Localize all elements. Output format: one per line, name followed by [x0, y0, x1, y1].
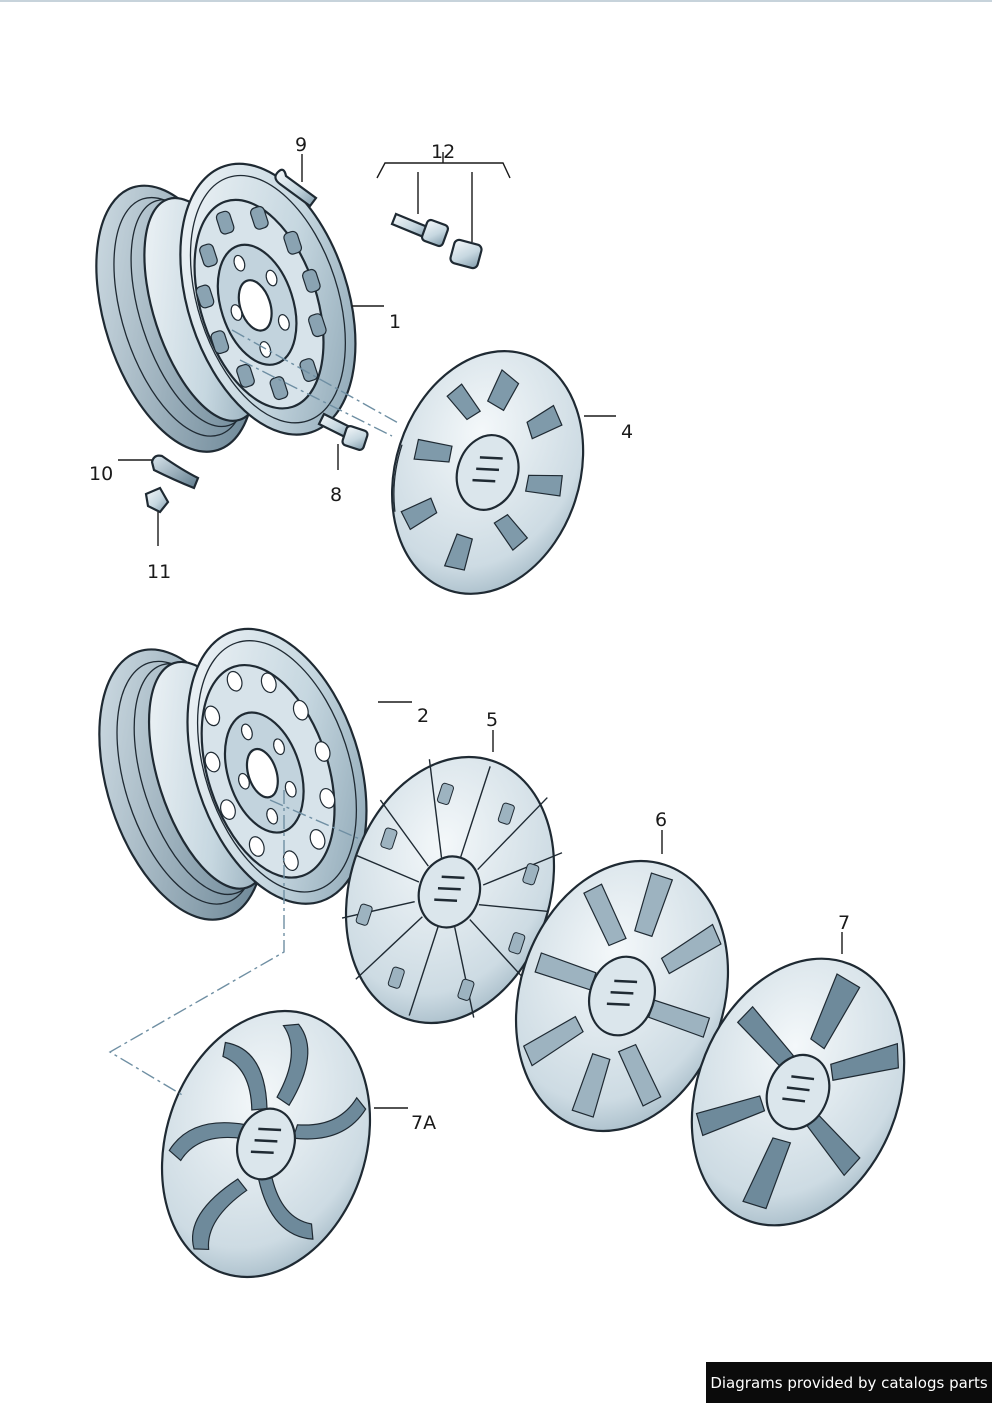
callout-4: 4: [621, 421, 633, 443]
wheel-cover-7a: [160, 1009, 372, 1279]
leader-lines: [118, 152, 843, 1109]
callout-6: 6: [655, 809, 667, 831]
wheel-cover-4: [390, 350, 585, 595]
credit-banner: Diagrams provided by catalogs parts: [706, 1362, 992, 1403]
bolt-12a: [390, 212, 450, 248]
clip-11: [144, 486, 170, 514]
nut-12b: [449, 238, 483, 270]
callout-2: 2: [417, 705, 429, 727]
assembly-lines: [108, 329, 401, 1097]
top-border: [0, 0, 992, 2]
callout-1: 1: [389, 311, 401, 333]
steel-wheel-2: [98, 627, 368, 921]
callout-10: 10: [89, 463, 113, 485]
callout-8: 8: [330, 484, 342, 506]
bolt-8: [317, 412, 369, 451]
callout-9: 9: [295, 134, 307, 156]
wheel-cover-7: [690, 957, 906, 1227]
wheel-cover-6: [514, 859, 730, 1133]
valve-9: [274, 168, 318, 208]
callout-labels: 9 12 1 4 10 8 11 2 5 6 7 7A: [89, 134, 850, 1134]
callout-12: 12: [431, 141, 455, 163]
callout-7a: 7A: [411, 1112, 436, 1134]
balance-weight-10: [150, 454, 200, 490]
callout-11: 11: [147, 561, 171, 583]
steel-wheel-1: [95, 162, 357, 453]
callout-5: 5: [486, 709, 498, 731]
callout-7: 7: [838, 912, 850, 934]
